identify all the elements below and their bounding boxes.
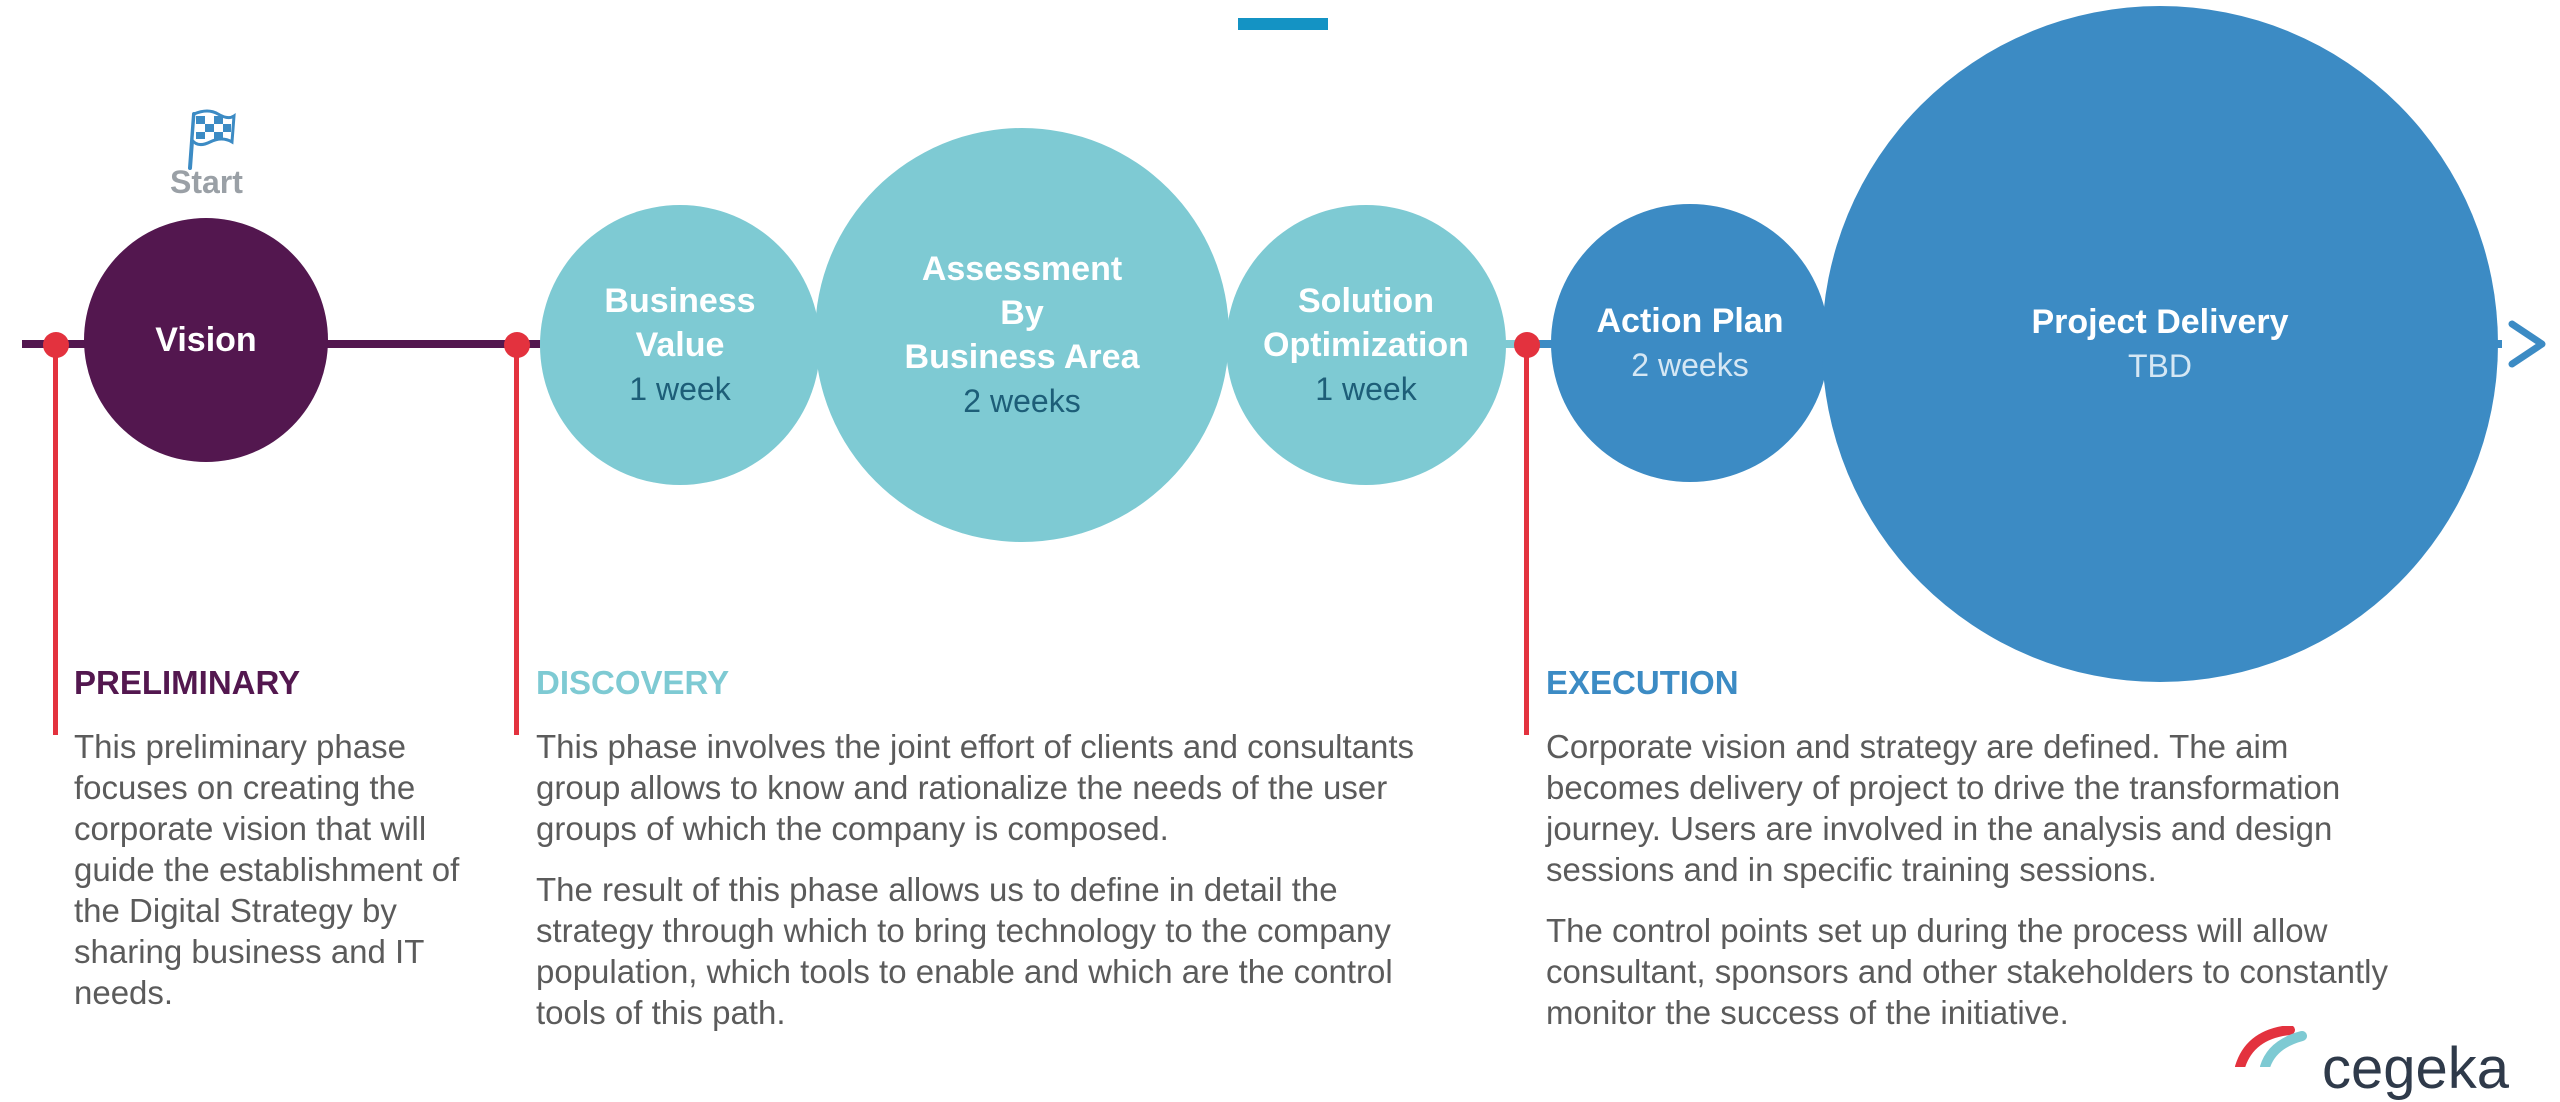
business-value-title: Business Value	[604, 282, 756, 364]
solution-optimization-circle: Solution Optimization 1 week	[1226, 205, 1506, 485]
business-value-duration: 1 week	[629, 371, 731, 407]
logo-mark-icon	[2235, 1026, 2307, 1067]
execution-paragraph-1: Corporate vision and strategy are define…	[1546, 728, 2341, 888]
project-delivery-title: Project Delivery	[2031, 303, 2289, 341]
milestone-line-preliminary	[53, 345, 58, 735]
vision-circle: Vision	[84, 218, 328, 462]
milestone-line-execution	[1524, 345, 1529, 735]
discovery-paragraph-2: The result of this phase allows us to de…	[536, 871, 1393, 1031]
phase-text-execution: Corporate vision and strategy are define…	[1546, 726, 2426, 1053]
assessment-title: Assessment By Business Area	[904, 250, 1140, 376]
top-accent-bar	[1238, 18, 1328, 30]
solution-optimization-duration: 1 week	[1315, 371, 1417, 407]
assessment-duration: 2 weeks	[963, 383, 1081, 419]
milestone-line-discovery	[514, 345, 519, 735]
checkered-flag-icon	[188, 109, 236, 170]
execution-paragraph-2: The control points set up during the pro…	[1546, 912, 2388, 1031]
phase-text-discovery: This phase involves the joint effort of …	[536, 726, 1416, 1053]
phase-title-execution: EXECUTION	[1546, 664, 1739, 701]
discovery-paragraph-1: This phase involves the joint effort of …	[536, 728, 1415, 847]
logo-text: cegeka	[2322, 1036, 2510, 1101]
assessment-circle: Assessment By Business Area 2 weeks	[815, 128, 1229, 542]
solution-optimization-title: Solution Optimization	[1263, 282, 1469, 364]
business-value-circle: Business Value 1 week	[540, 205, 820, 485]
start-label: Start	[170, 164, 243, 200]
milestone-dot-preliminary	[43, 332, 69, 358]
phase-title-preliminary: PRELIMINARY	[74, 664, 301, 701]
action-plan-duration: 2 weeks	[1631, 347, 1749, 383]
preliminary-paragraph: This preliminary phase focuses on creati…	[74, 728, 460, 1011]
action-plan-title: Action Plan	[1596, 302, 1784, 340]
project-delivery-duration: TBD	[2128, 348, 2192, 384]
milestone-dot-execution	[1514, 332, 1540, 358]
arrow-right-icon	[2508, 320, 2546, 368]
phase-text-preliminary: This preliminary phase focuses on creati…	[74, 726, 494, 1033]
action-plan-circle: Action Plan 2 weeks	[1551, 204, 1829, 482]
phase-title-discovery: DISCOVERY	[536, 664, 730, 701]
milestone-dot-discovery	[504, 332, 530, 358]
vision-title: Vision	[155, 321, 257, 359]
project-delivery-circle: Project Delivery TBD	[1822, 6, 2498, 682]
